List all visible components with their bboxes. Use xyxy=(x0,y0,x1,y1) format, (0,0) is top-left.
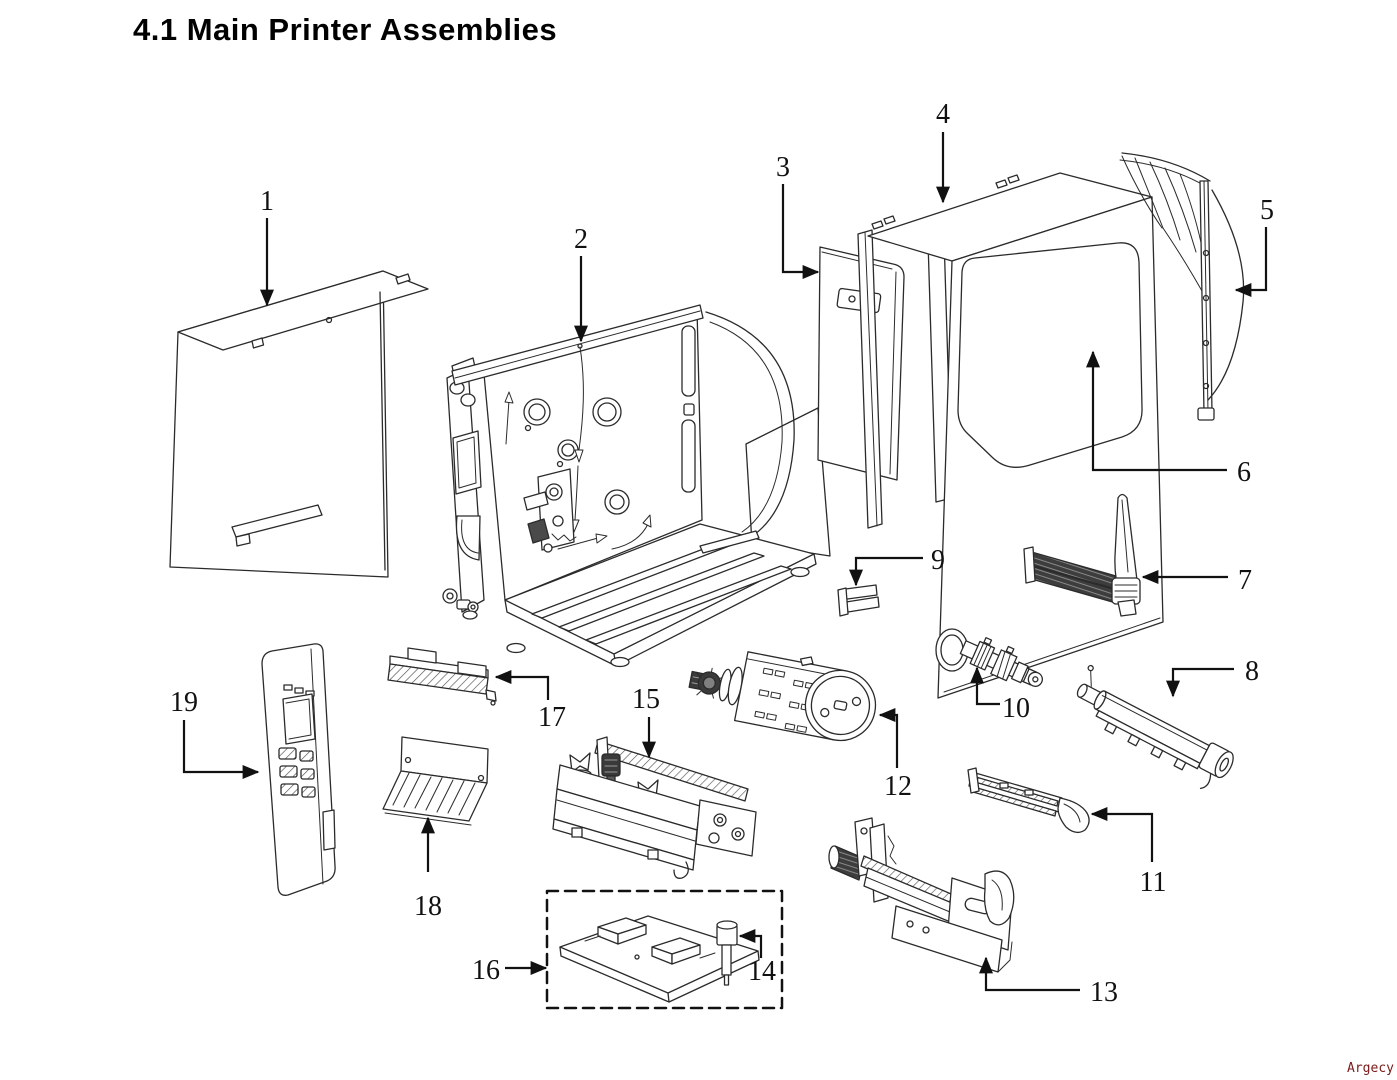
callout-leader-12 xyxy=(878,708,899,768)
callout-leader-3 xyxy=(781,184,820,279)
callout-9: 9 xyxy=(849,545,945,587)
callout-6: 6 xyxy=(1086,350,1251,488)
callout-13: 13 xyxy=(979,956,1118,1008)
part-16-option-kit-box xyxy=(545,889,784,1010)
callout-leader-11 xyxy=(1090,807,1154,862)
part-9-latch-clip xyxy=(837,584,880,617)
callout-number-14: 14 xyxy=(748,956,776,987)
callout-number-10: 10 xyxy=(1002,693,1030,724)
callout-3: 3 xyxy=(776,152,820,279)
callout-number-2: 2 xyxy=(574,224,588,255)
callout-number-18: 18 xyxy=(414,891,442,922)
callout-16: 16 xyxy=(472,955,548,986)
part-13-peel-roller-assembly xyxy=(828,817,1015,973)
callout-leader-14 xyxy=(738,929,763,958)
part-1-side-cover-panel xyxy=(169,270,429,578)
callout-number-8: 8 xyxy=(1245,656,1259,687)
media-path-arrows xyxy=(504,346,652,550)
callout-leader-6 xyxy=(1086,350,1227,472)
callout-19: 19 xyxy=(170,687,260,779)
callout-18: 18 xyxy=(414,816,442,922)
callout-4: 4 xyxy=(936,99,950,204)
callout-17: 17 xyxy=(494,670,566,733)
callout-number-11: 11 xyxy=(1140,867,1167,898)
callout-11: 11 xyxy=(1090,807,1167,898)
watermark: Argecy xyxy=(1347,1061,1394,1076)
part-18-slotted-bracket xyxy=(382,736,489,826)
part-8-platen-roller-assembly xyxy=(1076,664,1234,790)
callout-12: 12 xyxy=(878,708,912,802)
part-2-main-chassis xyxy=(442,304,831,668)
callout-number-13: 13 xyxy=(1090,977,1118,1008)
page-title: 4.1 Main Printer Assemblies xyxy=(133,12,558,47)
callout-number-6: 6 xyxy=(1237,457,1251,488)
part-17-upper-media-rail xyxy=(387,647,497,706)
part-16-mounting-plate xyxy=(559,915,760,1003)
callout-1: 1 xyxy=(260,186,274,307)
callout-number-1: 1 xyxy=(260,186,274,217)
callout-7: 7 xyxy=(1141,565,1252,596)
callout-number-12: 12 xyxy=(884,771,912,802)
callout-number-4: 4 xyxy=(936,99,950,130)
callout-number-5: 5 xyxy=(1260,195,1274,226)
callout-leader-13 xyxy=(979,956,1080,992)
callout-leader-19 xyxy=(182,720,260,779)
callout-number-19: 19 xyxy=(170,687,198,718)
callout-number-9: 9 xyxy=(931,545,945,576)
callout-leader-5 xyxy=(1234,227,1268,297)
callout-5: 5 xyxy=(1234,195,1274,297)
part-10-media-spindle xyxy=(935,628,1043,687)
latch-mechanism xyxy=(523,468,577,553)
callout-leader-10 xyxy=(970,666,1000,706)
callout-leader-9 xyxy=(849,556,923,587)
callout-10: 10 xyxy=(970,666,1030,724)
part-5-curved-side-door xyxy=(1119,152,1245,421)
part-7-media-guide-handle xyxy=(1023,493,1141,617)
callout-number-3: 3 xyxy=(776,152,790,183)
callout-number-16: 16 xyxy=(472,955,500,986)
callout-14: 14 xyxy=(738,929,776,987)
cover-hinge-tabs xyxy=(871,174,1020,230)
callout-number-15: 15 xyxy=(632,684,660,715)
callout-2: 2 xyxy=(574,224,588,343)
part-14-locating-pin xyxy=(716,920,738,986)
callout-15: 15 xyxy=(632,684,660,759)
part-15-printhead-assembly xyxy=(552,736,757,879)
part-12-ribbon-spindle-drum xyxy=(688,651,877,742)
callouts: 1 2 3 4 5 6 7 xyxy=(170,99,1274,1008)
part-19-control-panel xyxy=(261,643,336,896)
callout-number-17: 17 xyxy=(538,702,566,733)
callout-8: 8 xyxy=(1166,656,1259,698)
callout-number-7: 7 xyxy=(1238,565,1252,596)
part-11-media-guide-rail xyxy=(967,767,1090,834)
callout-leader-17 xyxy=(494,670,550,700)
part-4-main-cover xyxy=(857,172,1164,699)
callout-leader-8 xyxy=(1166,667,1234,698)
